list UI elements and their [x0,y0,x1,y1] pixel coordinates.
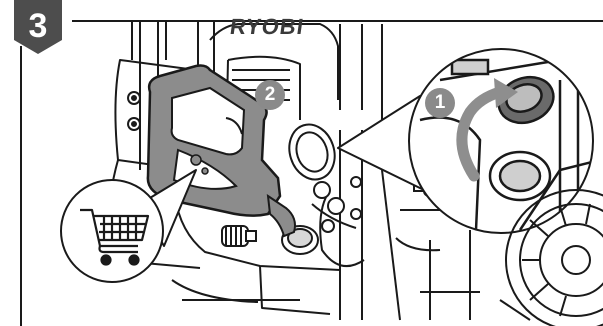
step-number: 3 [14,6,62,46]
side-knob-left [222,226,256,246]
callout-number-1: 1 [425,88,455,118]
zoom-detail-circle [338,40,600,233]
brand-logo-text: RYOBI [220,14,314,40]
callout-number-2: 2 [255,80,285,110]
